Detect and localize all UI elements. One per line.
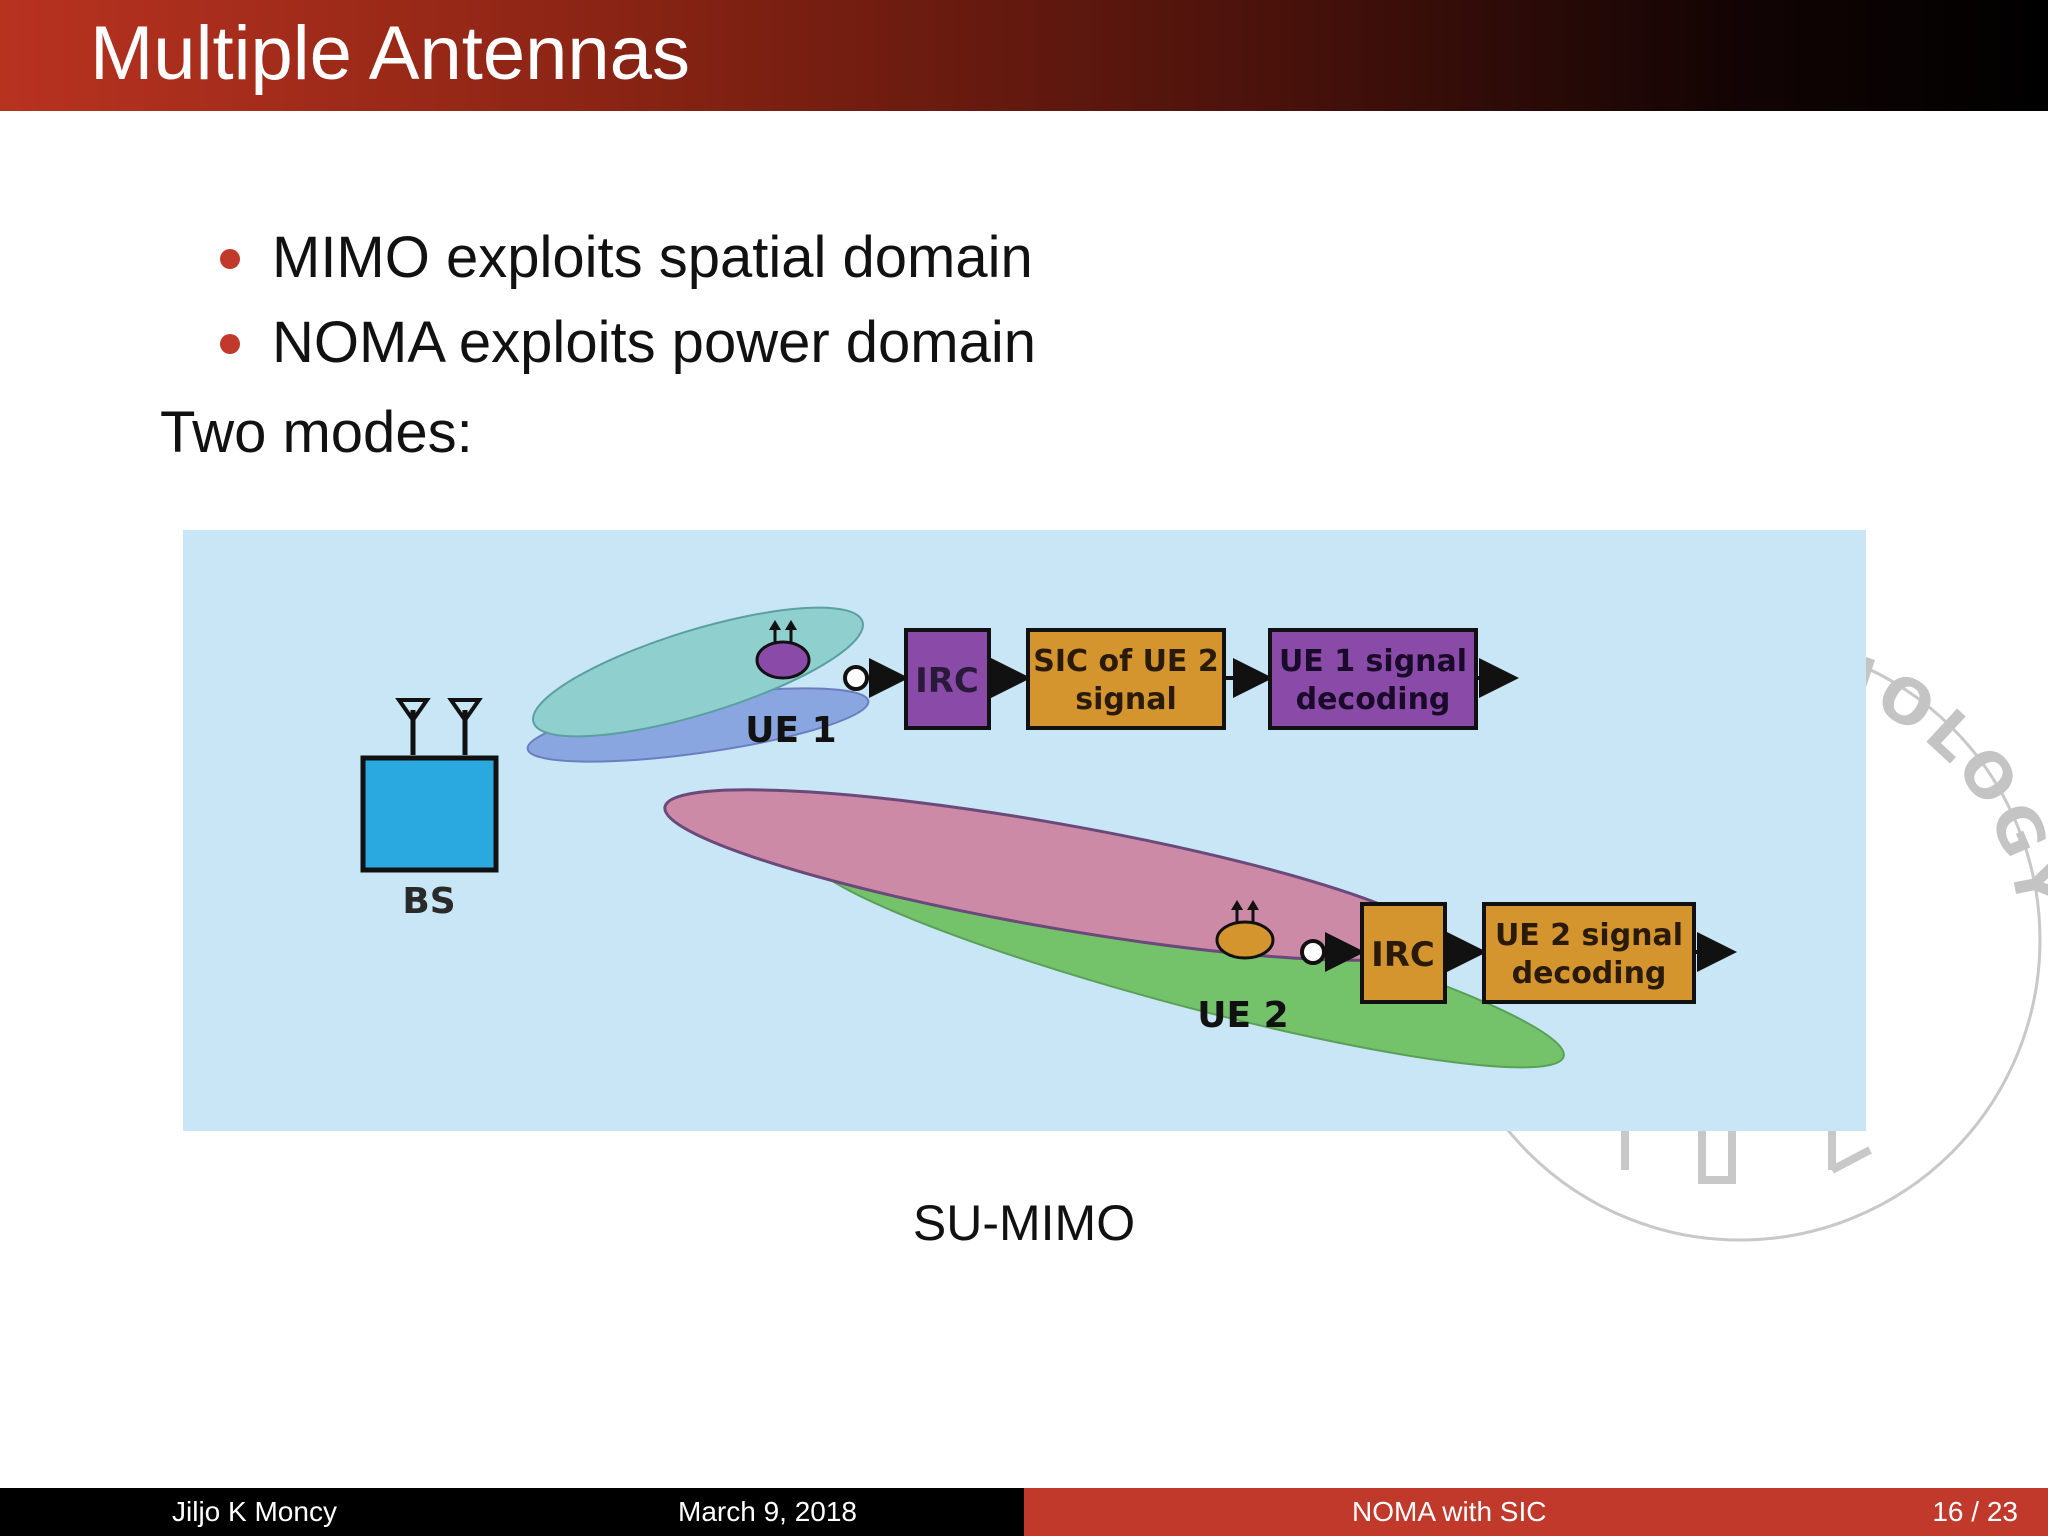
- footer-page-number: 16 / 23: [1932, 1496, 2018, 1527]
- su-mimo-diagram: BS UE 1 IRC SIC of UE 2 signal UE 1 sign…: [183, 530, 1866, 1131]
- ue1-irc-label: IRC: [915, 661, 979, 701]
- slide-title: Multiple Antennas: [90, 11, 690, 96]
- title-bar: Multiple Antennas: [0, 0, 2048, 111]
- bullet-dot-icon: [220, 249, 240, 269]
- ue1-port-icon: [843, 665, 869, 691]
- ue2-decoding-line2: decoding: [1512, 956, 1667, 991]
- ue1-label: UE 1: [745, 710, 836, 751]
- modes-text: Two modes:: [160, 400, 473, 465]
- bs-label: BS: [402, 881, 455, 922]
- footer-short-title: NOMA with SIC: [1352, 1496, 1547, 1527]
- base-station: [360, 698, 499, 873]
- sic-label-line2: signal: [1075, 682, 1177, 717]
- bs-box: [360, 755, 499, 873]
- footer-author: Jiljo K Moncy: [172, 1496, 337, 1527]
- bullet-item: MIMO exploits spatial domain: [210, 215, 1036, 300]
- ue2-decoding-line1: UE 2 signal: [1495, 918, 1683, 953]
- ue1-decoding-line2: decoding: [1296, 682, 1451, 717]
- sic-label-line1: SIC of UE 2: [1033, 644, 1219, 679]
- ue2-port-icon: [1300, 939, 1326, 965]
- ue1-irc-block: [904, 628, 991, 730]
- footer-bar: Jiljo K Moncy March 9, 2018 NOMA with SI…: [0, 1488, 2048, 1536]
- bullet-list: MIMO exploits spatial domain NOMA exploi…: [210, 215, 1036, 385]
- bullet-text: NOMA exploits power domain: [272, 310, 1036, 375]
- ue1-terminal: [755, 620, 811, 680]
- antenna-icon: [395, 698, 431, 724]
- footer-left: Jiljo K Moncy March 9, 2018: [0, 1488, 1024, 1536]
- footer-right: NOMA with SIC 16 / 23: [1024, 1488, 2048, 1536]
- antenna-icon: [447, 698, 483, 724]
- ue2-terminal: [1215, 900, 1275, 960]
- beam-teal: [532, 606, 864, 738]
- bullet-item: NOMA exploits power domain: [210, 300, 1036, 385]
- bullet-dot-icon: [220, 334, 240, 354]
- ue2-decoding-block: [1482, 902, 1696, 1004]
- ue1-decoding-line1: UE 1 signal: [1279, 644, 1467, 679]
- ue2-irc-label: IRC: [1371, 935, 1435, 975]
- ue2-label: UE 2: [1197, 995, 1288, 1036]
- bullet-text: MIMO exploits spatial domain: [272, 225, 1033, 290]
- figure-caption: SU-MIMO: [912, 1195, 1136, 1251]
- footer-date: March 9, 2018: [678, 1496, 857, 1527]
